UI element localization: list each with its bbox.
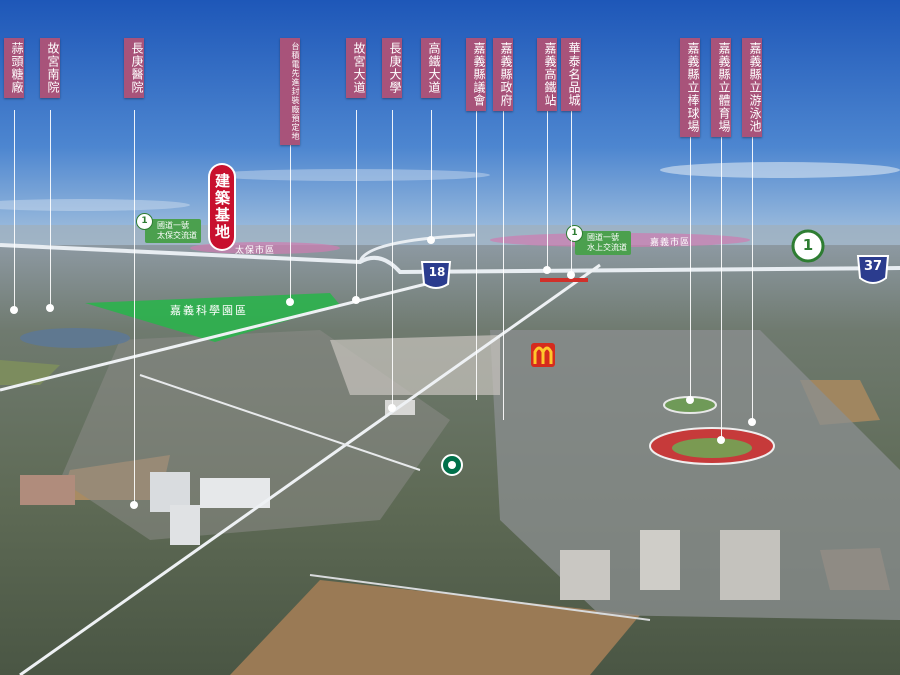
label-hsr-ave: 高鐵大道	[421, 38, 441, 98]
leader-baseball	[690, 110, 691, 400]
shield-18-number: 18	[428, 265, 446, 279]
road-east-west	[139, 374, 421, 471]
leader-cgu	[392, 110, 393, 408]
ramp	[358, 233, 476, 263]
town-chiayi: 嘉義市區	[650, 238, 691, 248]
leader-dot	[686, 396, 694, 404]
leader-dot	[286, 298, 294, 306]
building	[20, 475, 75, 505]
road-bottom	[309, 574, 651, 621]
farm-field	[230, 580, 640, 675]
building	[640, 530, 680, 590]
leader-outlet	[571, 110, 572, 275]
science-park	[85, 293, 340, 342]
hsr-station-bar	[540, 278, 588, 282]
science-park-label: 嘉義科學園區	[170, 304, 248, 317]
label-npm-ave: 故宮大道	[346, 38, 366, 98]
label-npm: 故宮南院	[40, 38, 60, 98]
interchange-line1: 國道一號	[587, 233, 619, 242]
leader-govt	[503, 110, 504, 420]
salt-field	[330, 335, 500, 395]
interchange-line2: 水上交流道	[587, 243, 627, 252]
label-council: 嘉義縣議會	[466, 38, 486, 111]
building	[200, 478, 270, 508]
highway-1-icon: 1	[136, 213, 153, 230]
leader-dot	[748, 418, 756, 426]
cloud	[0, 199, 190, 211]
highway-1-icon: 1	[566, 225, 583, 242]
mcdonalds-logo	[531, 343, 555, 367]
provincial-road-18-icon	[420, 261, 452, 289]
label-baseball: 嘉義縣立棒球場	[680, 38, 700, 137]
leader-dot	[717, 436, 725, 444]
label-govt: 嘉義縣政府	[493, 38, 513, 111]
label-suantou: 蒜頭糖廠	[4, 38, 24, 98]
national-highway-1-icon	[791, 229, 825, 263]
interchange-line2: 太保交流道	[157, 231, 197, 240]
label-cgmh: 長庚醫院	[124, 38, 144, 98]
provincial-road-37-icon	[856, 255, 890, 284]
leader-dot	[130, 501, 138, 509]
interchange-line1: 國道一號	[157, 221, 189, 230]
stadium-field	[672, 438, 752, 458]
leader-stadium	[721, 110, 722, 440]
label-stadium: 嘉義縣立體育場	[711, 38, 731, 137]
label-hsr: 嘉義高鐵站	[537, 38, 557, 111]
leader-dot	[10, 306, 18, 314]
leader-dot	[567, 271, 575, 279]
leader-dot	[46, 304, 54, 312]
cloud	[210, 169, 490, 181]
building	[170, 505, 200, 545]
leader-tsmc	[290, 110, 291, 302]
cloud	[660, 162, 900, 178]
label-outlet: 華泰名品城	[561, 38, 581, 111]
leader-dot	[543, 266, 551, 274]
leader-npm	[50, 110, 51, 308]
shield-1-number: 1	[802, 236, 814, 254]
leader-suantou	[14, 110, 15, 310]
leader-pool	[752, 110, 753, 422]
taibao-interchange-tag: 1 國道一號 太保交流道	[136, 213, 201, 243]
label-pool: 嘉義縣立游泳池	[742, 38, 762, 137]
starbucks-logo	[441, 454, 463, 476]
leader-npm-ave	[356, 110, 357, 300]
building-site-tag: 建築基地	[210, 165, 234, 249]
leader-hsr	[547, 110, 548, 270]
label-tsmc: 台積電先進封裝廠預定地	[280, 38, 300, 145]
leader-dot	[388, 404, 396, 412]
urban-area	[490, 330, 900, 620]
wetland	[20, 328, 130, 348]
shuishang-interchange-tag: 1 國道一號 水上交流道	[566, 225, 631, 255]
leader-cgmh	[134, 110, 135, 505]
shield-37-number: 37	[863, 259, 883, 274]
label-cgu: 長庚大學	[382, 38, 402, 98]
building	[560, 550, 610, 600]
leader-council	[476, 110, 477, 400]
leader-dot	[427, 236, 435, 244]
town-taibao: 太保市區	[235, 246, 276, 256]
leader-hsr-ave	[431, 110, 432, 240]
building	[720, 530, 780, 600]
leader-dot	[352, 296, 360, 304]
